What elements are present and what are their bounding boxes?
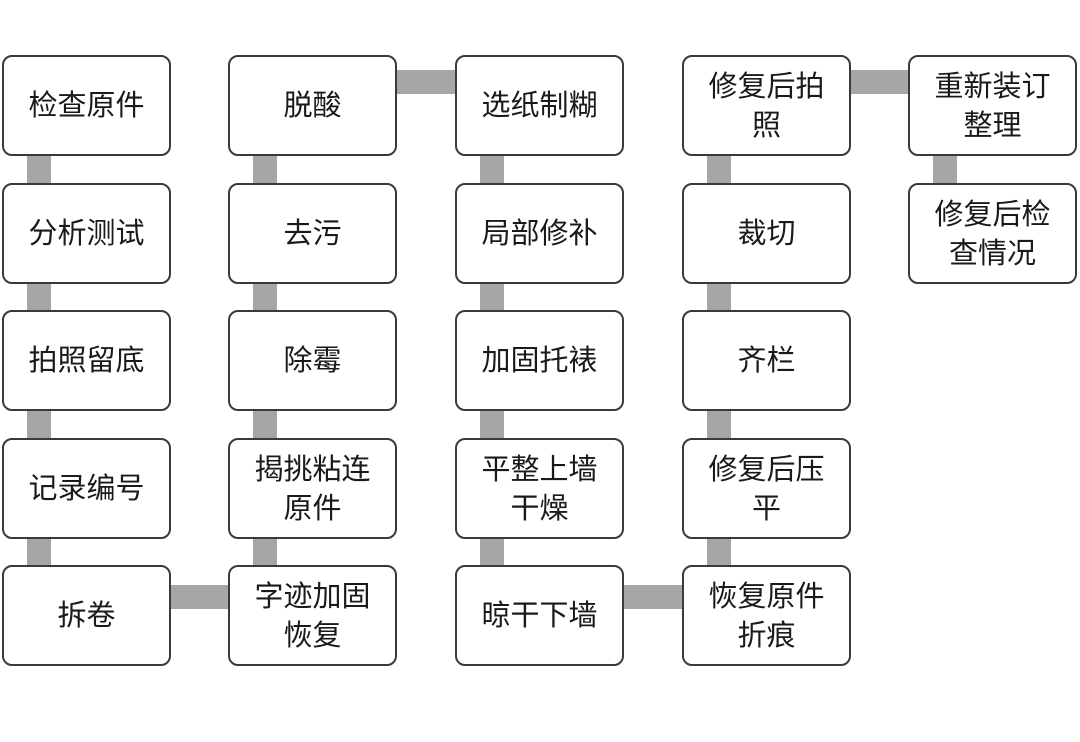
connector: [27, 407, 51, 442]
process-step: 记录编号: [2, 438, 171, 539]
process-step: 齐栏: [682, 310, 851, 411]
process-step-label: 重新装订整理: [934, 68, 1051, 142]
process-step: 裁切: [682, 183, 851, 284]
connector: [480, 407, 504, 442]
connector: [167, 585, 232, 609]
connector: [27, 280, 51, 314]
process-step: 晾干下墙: [455, 565, 624, 666]
process-step: 除霉: [228, 310, 397, 411]
process-step: 修复后拍照: [682, 55, 851, 156]
connector: [620, 585, 686, 609]
process-step-label: 修复后压平: [708, 451, 825, 525]
connector: [253, 152, 277, 187]
process-step-label: 脱酸: [283, 88, 342, 122]
process-step-label: 加固托裱: [481, 343, 598, 377]
connector: [847, 70, 912, 94]
process-step-label: 分析测试: [28, 216, 145, 250]
process-step-label: 恢复原件折痕: [708, 578, 825, 652]
process-step-label: 晾干下墙: [481, 598, 598, 632]
process-step-label: 局部修补: [481, 216, 598, 250]
process-step: 字迹加固恢复: [228, 565, 397, 666]
process-step: 拆卷: [2, 565, 171, 666]
connector: [933, 152, 957, 187]
process-step: 修复后压平: [682, 438, 851, 539]
connector: [253, 535, 277, 569]
process-step-label: 修复后拍照: [708, 68, 825, 142]
process-step-label: 去污: [283, 216, 342, 250]
process-step-label: 字迹加固恢复: [254, 578, 371, 652]
process-step: 选纸制糊: [455, 55, 624, 156]
connector: [480, 535, 504, 569]
process-step-label: 齐栏: [737, 343, 796, 377]
process-step: 重新装订整理: [908, 55, 1077, 156]
connector: [393, 70, 459, 94]
connector: [707, 535, 731, 569]
process-step-label: 记录编号: [28, 471, 145, 505]
process-step: 平整上墙干燥: [455, 438, 624, 539]
process-step: 局部修补: [455, 183, 624, 284]
process-step-label: 修复后检查情况: [934, 196, 1051, 270]
connector: [480, 280, 504, 314]
process-step-label: 平整上墙干燥: [481, 451, 598, 525]
process-step: 去污: [228, 183, 397, 284]
process-step-label: 除霉: [283, 343, 342, 377]
process-step: 恢复原件折痕: [682, 565, 851, 666]
process-step: 分析测试: [2, 183, 171, 284]
process-step-label: 裁切: [737, 216, 796, 250]
process-step-label: 选纸制糊: [481, 88, 598, 122]
connector: [253, 407, 277, 442]
process-step-label: 拆卷: [57, 598, 116, 632]
process-step-label: 检查原件: [28, 88, 145, 122]
process-step: 检查原件: [2, 55, 171, 156]
process-step: 脱酸: [228, 55, 397, 156]
process-step: 加固托裱: [455, 310, 624, 411]
connector: [27, 535, 51, 569]
connector: [253, 280, 277, 314]
process-step-label: 拍照留底: [28, 343, 145, 377]
connector: [707, 152, 731, 187]
connector: [27, 152, 51, 187]
process-step: 拍照留底: [2, 310, 171, 411]
connector: [707, 280, 731, 314]
process-step-label: 揭挑粘连原件: [254, 451, 371, 525]
connector: [707, 407, 731, 442]
process-step: 揭挑粘连原件: [228, 438, 397, 539]
process-step: 修复后检查情况: [908, 183, 1077, 284]
connector: [480, 152, 504, 187]
